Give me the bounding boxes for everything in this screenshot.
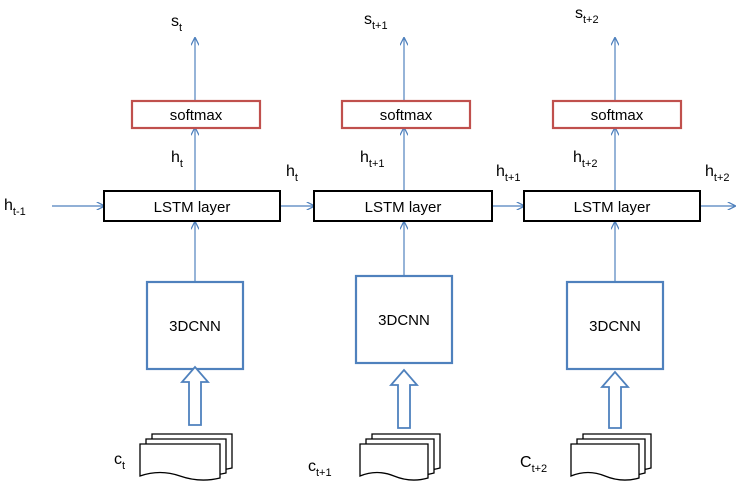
softmax-label: softmax: [170, 107, 223, 124]
input-label: ct+1: [308, 458, 332, 479]
frames-stack-icon: [139, 433, 233, 481]
lstm-layer-label: LSTM layer: [154, 199, 231, 216]
hidden-up-label: ht+2: [573, 149, 598, 170]
lstm-layer-box: [523, 190, 701, 222]
timestep-t-plus-2: softmax LSTM layer 3DCNN st+2 ht+2 ht+2 …: [520, 5, 730, 481]
3dcnn-label: 3DCNN: [378, 312, 430, 329]
hidden-outgoing-label: ht+1: [496, 163, 521, 184]
softmax-label: softmax: [380, 107, 433, 124]
output-label: st+1: [364, 11, 388, 32]
timestep-t-plus-1: softmax LSTM layer 3DCNN st+1 ht+1 ht+1 …: [308, 11, 521, 481]
softmax-box: [551, 99, 683, 130]
input-label: Ct+2: [520, 454, 547, 475]
hidden-incoming-label: ht-1: [4, 197, 26, 218]
3dcnn-box: [565, 280, 665, 371]
hidden-up-label: ht: [171, 149, 183, 170]
frames-stack-icon: [359, 433, 441, 481]
output-label: st: [171, 13, 182, 34]
3dcnn-label: 3DCNN: [589, 318, 641, 335]
lstm-layer-label: LSTM layer: [574, 199, 651, 216]
softmax-box: [130, 99, 262, 130]
hidden-outgoing-label: ht+2: [705, 163, 730, 184]
3dcnn-label: 3DCNN: [169, 318, 221, 335]
hidden-outgoing-label: ht: [286, 163, 298, 184]
lstm-layer-label: LSTM layer: [365, 199, 442, 216]
hollow-up-arrow: [389, 368, 419, 429]
hollow-up-arrow: [180, 365, 210, 426]
hidden-up-label: ht+1: [360, 149, 385, 170]
frames-stack-icon: [570, 433, 652, 481]
softmax-label: softmax: [591, 107, 644, 124]
softmax-box: [340, 99, 472, 130]
3dcnn-box: [354, 274, 454, 365]
timestep-t: softmax LSTM layer 3DCNN st ht ht-1 ht c…: [4, 13, 298, 481]
output-label: st+2: [575, 5, 599, 26]
3dcnn-box: [145, 280, 245, 371]
lstm-layer-box: [313, 190, 493, 222]
input-label: ct: [114, 451, 125, 472]
hollow-up-arrow: [600, 370, 630, 429]
lstm-layer-box: [103, 190, 281, 222]
